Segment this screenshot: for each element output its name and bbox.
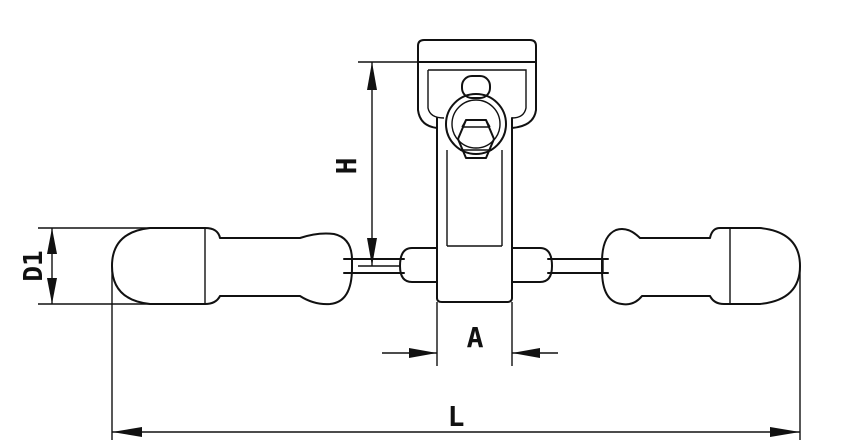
label-d1: D1: [19, 250, 49, 281]
left-weight: [111, 227, 353, 306]
right-weight: [601, 227, 801, 306]
dimension-d1: [38, 227, 150, 305]
label-a: A: [467, 321, 484, 354]
label-l: L: [448, 400, 465, 433]
right-rod: [547, 258, 609, 274]
dimension-a: [382, 302, 558, 366]
dimension-l: [111, 266, 801, 440]
left-rod: [343, 258, 405, 274]
bolt-nut: [445, 75, 507, 159]
label-h: H: [330, 158, 363, 175]
clamp-body: [417, 39, 537, 303]
left-sleeve: [399, 247, 438, 283]
dimension-h: [358, 61, 418, 267]
right-sleeve: [511, 247, 553, 283]
